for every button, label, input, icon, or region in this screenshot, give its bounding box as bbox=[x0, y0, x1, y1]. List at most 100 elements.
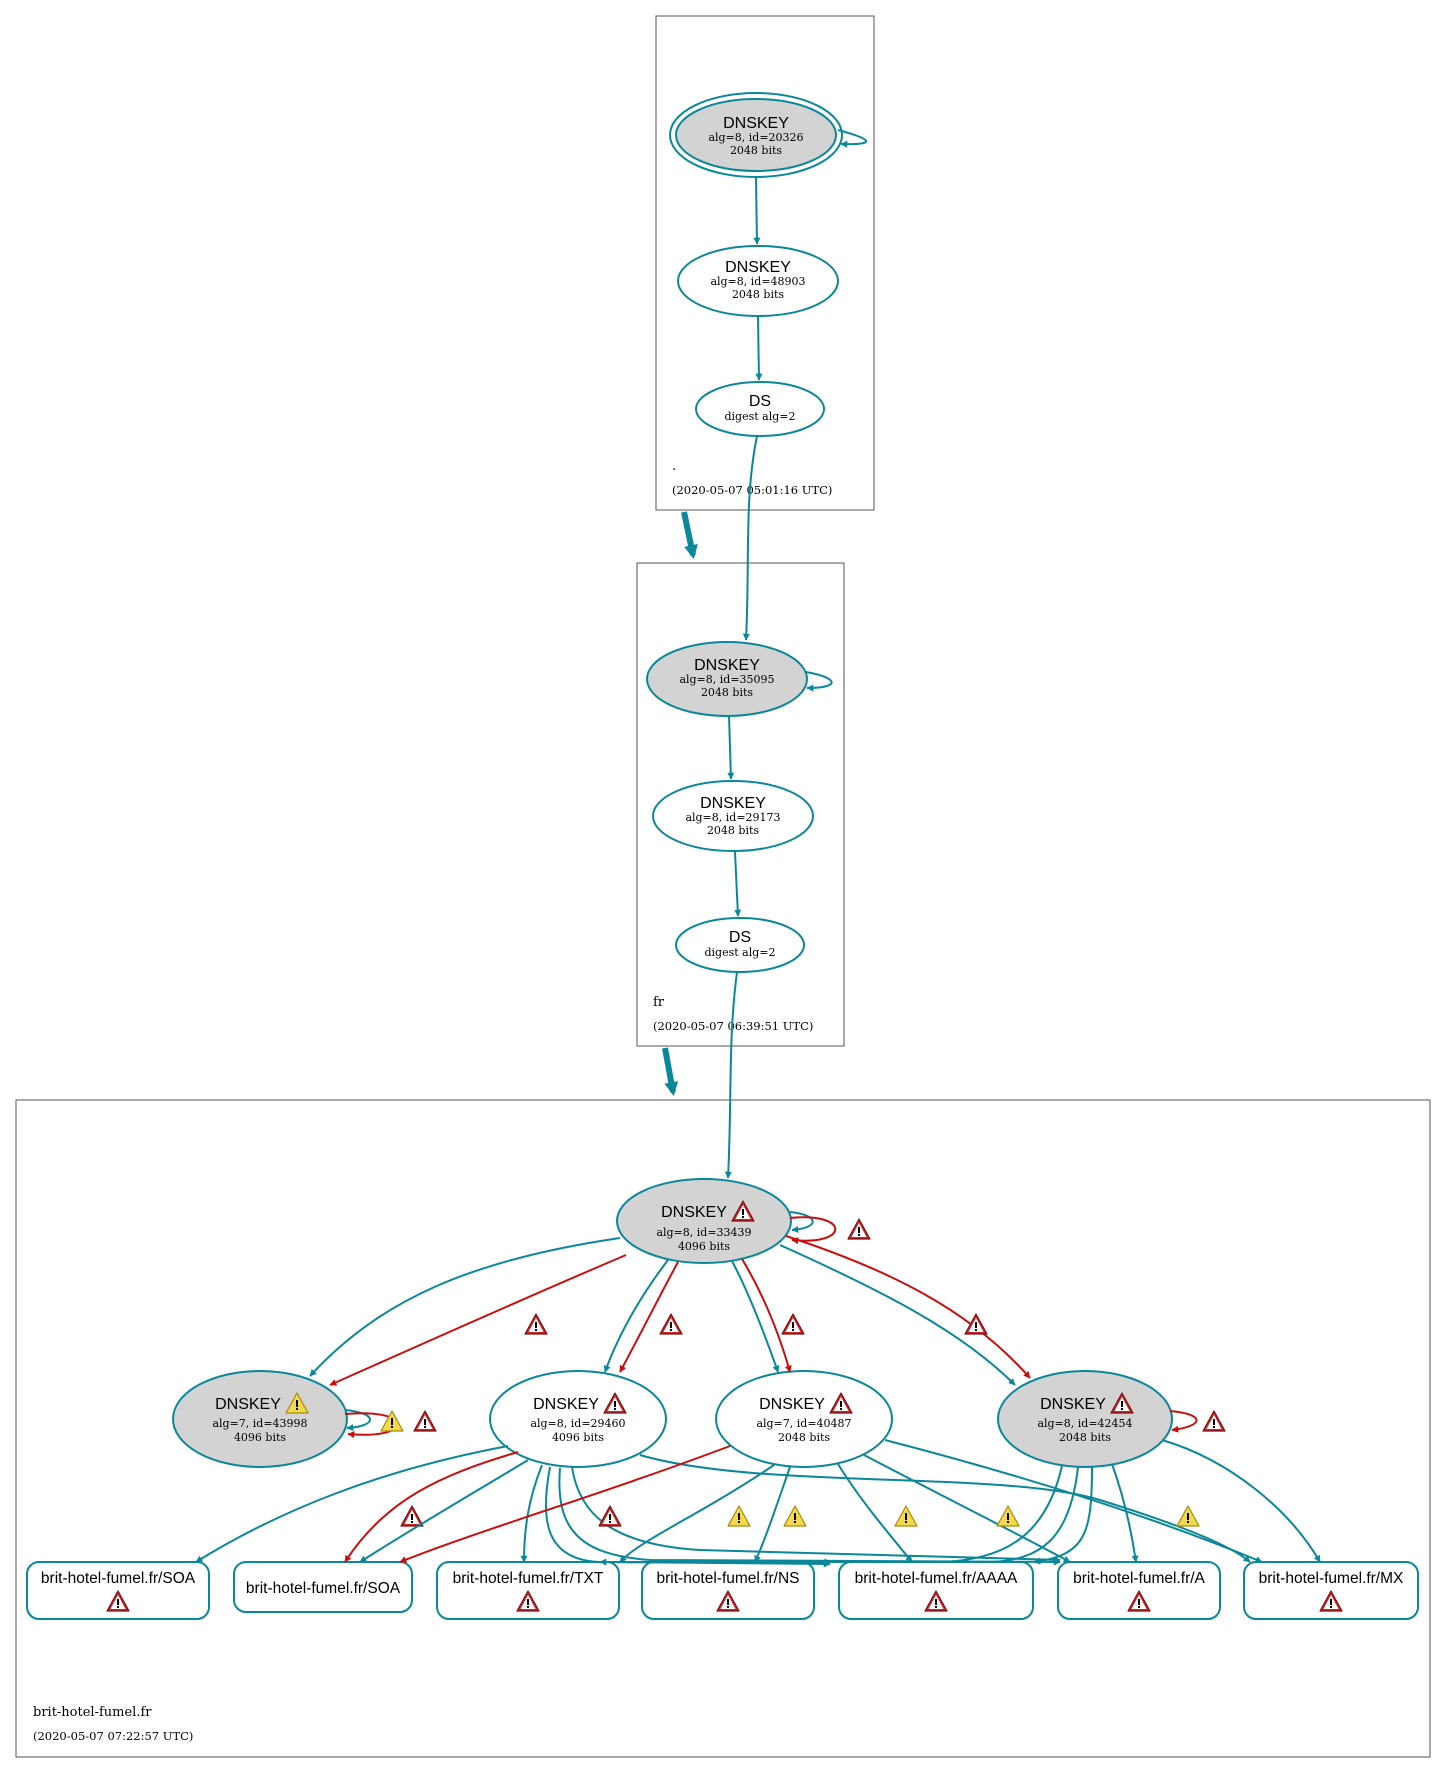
root-ds-node[interactable]: DS digest alg=2 bbox=[695, 381, 825, 437]
29460-to-a bbox=[558, 1467, 1061, 1566]
29460-to-soa-1 bbox=[195, 1445, 509, 1563]
dnskey-43998-title: DNSKEY bbox=[215, 1396, 281, 1413]
fr-ksk-size: 2048 bits bbox=[701, 686, 753, 699]
dnskey-29460-title: DNSKEY bbox=[533, 1396, 599, 1413]
40487-to-mx-warning-icon bbox=[1176, 1505, 1200, 1527]
fr-ksk-algid: alg=8, id=35095 bbox=[679, 673, 774, 686]
fr-ds-to-domain-ksk bbox=[724, 971, 738, 1179]
zone-fr-border bbox=[636, 562, 845, 1047]
rrset-aaaa[interactable]: brit-hotel-fumel.fr/AAAA bbox=[838, 1561, 1034, 1620]
ksk-to-29460-error-icon bbox=[659, 1313, 683, 1335]
dnskey-42454-algid: alg=8, id=42454 bbox=[1037, 1417, 1132, 1430]
fr-ds-shape bbox=[675, 917, 805, 973]
root-ksk-title: DNSKEY bbox=[723, 115, 789, 132]
dnskey-42454-size: 2048 bits bbox=[1059, 1431, 1111, 1444]
domain-ksk-title: DNSKEY bbox=[661, 1204, 727, 1221]
29460-to-soa-2 bbox=[359, 1459, 529, 1563]
rrset-soa-2-label: brit-hotel-fumel.fr/SOA bbox=[246, 1580, 401, 1597]
dnskey-43998-node[interactable]: DNSKEY alg=7, id=43998 4096 bits bbox=[172, 1370, 348, 1468]
ksk-to-43998-secure bbox=[309, 1237, 621, 1377]
rrset-a[interactable]: brit-hotel-fumel.fr/A bbox=[1057, 1561, 1221, 1620]
fr-zsk-algid: alg=8, id=29173 bbox=[685, 811, 780, 824]
40487-to-ns bbox=[754, 1466, 791, 1563]
root-ds-shape bbox=[695, 381, 825, 437]
dnskey-42454-title: DNSKEY bbox=[1040, 1396, 1106, 1413]
40487-to-a bbox=[863, 1454, 1071, 1563]
zone-root-border bbox=[655, 15, 875, 511]
fr-zsk-node[interactable]: DNSKEY alg=8, id=29173 2048 bits bbox=[652, 780, 814, 852]
edges bbox=[195, 129, 1321, 1568]
domain-ksk-node[interactable]: DNSKEY alg=8, id=33439 4096 bits bbox=[616, 1178, 792, 1264]
rrset-soa-2[interactable]: brit-hotel-fumel.fr/SOA bbox=[233, 1561, 413, 1613]
zone-domain-border bbox=[15, 1099, 1431, 1758]
zone-domain-name: brit-hotel-fumel.fr bbox=[33, 1705, 152, 1720]
29460-to-txt bbox=[520, 1464, 543, 1563]
dnskey-42454-self-signature-bogus bbox=[1169, 1410, 1198, 1433]
root-zsk-shape bbox=[677, 245, 839, 317]
ksk-to-43998-error-icon bbox=[524, 1313, 548, 1335]
root-ksk-to-zsk bbox=[753, 177, 761, 245]
fr-ksk-node[interactable]: DNSKEY alg=8, id=35095 2048 bits bbox=[646, 641, 808, 717]
ksk-to-42454-error-icon bbox=[964, 1313, 988, 1335]
zone-fr: fr (2020-05-07 06:39:51 UTC) DNSKEY alg=… bbox=[636, 562, 845, 1047]
ksk-to-42454-secure bbox=[779, 1244, 1016, 1386]
ksk-to-29460-secure bbox=[603, 1259, 669, 1373]
dnskey-40487-size: 2048 bits bbox=[778, 1431, 830, 1444]
root-ksk-algid: alg=8, id=20326 bbox=[708, 131, 803, 144]
dnskey-43998-algid: alg=7, id=43998 bbox=[212, 1417, 307, 1430]
29460-to-ns bbox=[571, 1466, 1061, 1564]
root-zsk-node[interactable]: DNSKEY alg=8, id=48903 2048 bits bbox=[677, 245, 839, 317]
rrset-mx[interactable]: brit-hotel-fumel.fr/MX bbox=[1243, 1561, 1419, 1620]
ksk-to-42454-bogus bbox=[785, 1235, 1031, 1379]
root-zsk-size: 2048 bits bbox=[732, 288, 784, 301]
fr-ksk-to-zsk bbox=[727, 715, 735, 780]
ksk-to-29460-bogus bbox=[619, 1261, 679, 1373]
40487-to-aaaa bbox=[837, 1463, 913, 1563]
dnskey-29460-algid: alg=8, id=29460 bbox=[530, 1417, 625, 1430]
fr-ds-node[interactable]: DS digest alg=2 bbox=[675, 917, 805, 973]
29460-to-soa-2-error-icon bbox=[400, 1505, 424, 1527]
40487-to-a-warning-icon bbox=[996, 1505, 1020, 1527]
dnskey-42454-self-signature-error-icon bbox=[1202, 1410, 1226, 1432]
root-ksk-node[interactable]: DNSKEY alg=8, id=20326 2048 bits bbox=[669, 92, 843, 178]
rrset-aaaa-label: brit-hotel-fumel.fr/AAAA bbox=[855, 1570, 1018, 1587]
root-ksk-self-signature bbox=[837, 129, 867, 148]
fr-ds-title: DS bbox=[729, 929, 751, 946]
root-ksk-size: 2048 bits bbox=[730, 144, 782, 157]
root-ksk-shape bbox=[675, 98, 837, 172]
dnskey-43998-self-signature bbox=[344, 1409, 371, 1432]
root-ds-to-fr-ksk bbox=[742, 435, 758, 641]
42454-to-aaaa bbox=[1033, 1466, 1093, 1565]
domain-ksk-algid: alg=8, id=33439 bbox=[656, 1226, 751, 1239]
fr-zsk-title: DNSKEY bbox=[700, 795, 766, 812]
dnskey-42454-node[interactable]: DNSKEY alg=8, id=42454 2048 bits bbox=[997, 1370, 1173, 1468]
40487-to-txt bbox=[619, 1464, 775, 1563]
dnskey-29460-shape bbox=[489, 1370, 667, 1468]
root-ds-digest: digest alg=2 bbox=[724, 410, 795, 423]
rrset-txt[interactable]: brit-hotel-fumel.fr/TXT bbox=[436, 1561, 620, 1620]
rrset-soa-1-label: brit-hotel-fumel.fr/SOA bbox=[41, 1570, 196, 1587]
dnskey-29460-node[interactable]: DNSKEY alg=8, id=29460 4096 bits bbox=[489, 1370, 667, 1468]
rrset-ns-label: brit-hotel-fumel.fr/NS bbox=[657, 1570, 800, 1587]
rrset-a-label: brit-hotel-fumel.fr/A bbox=[1073, 1570, 1205, 1587]
40487-to-txt-warning-icon bbox=[727, 1505, 751, 1527]
rrset-ns[interactable]: brit-hotel-fumel.fr/NS bbox=[641, 1561, 815, 1620]
zone-root-timestamp: (2020-05-07 05:01:16 UTC) bbox=[672, 483, 832, 497]
rrset-soa-1[interactable]: brit-hotel-fumel.fr/SOA bbox=[26, 1561, 210, 1620]
domain-ksk-shape bbox=[616, 1178, 792, 1264]
42454-to-mx bbox=[1161, 1439, 1321, 1563]
42454-to-a bbox=[1111, 1463, 1139, 1563]
rrset-soa-2-box bbox=[233, 1561, 413, 1613]
dnskey-43998-size: 4096 bits bbox=[234, 1431, 286, 1444]
delegation-fr-to-domain bbox=[662, 1047, 679, 1097]
root-ksk-outer-ring bbox=[669, 92, 843, 178]
40487-to-mx bbox=[884, 1439, 1263, 1563]
dnskey-40487-shape bbox=[715, 1370, 893, 1468]
zone-domain: brit-hotel-fumel.fr (2020-05-07 07:22:57… bbox=[15, 1099, 1431, 1758]
29460-to-txt-error-icon bbox=[598, 1505, 622, 1527]
fr-ds-digest: digest alg=2 bbox=[704, 946, 775, 959]
40487-to-aaaa-warning-icon bbox=[894, 1505, 918, 1527]
dnskey-40487-node[interactable]: DNSKEY alg=7, id=40487 2048 bits bbox=[715, 1370, 893, 1468]
domain-ksk-size: 4096 bits bbox=[678, 1240, 730, 1253]
